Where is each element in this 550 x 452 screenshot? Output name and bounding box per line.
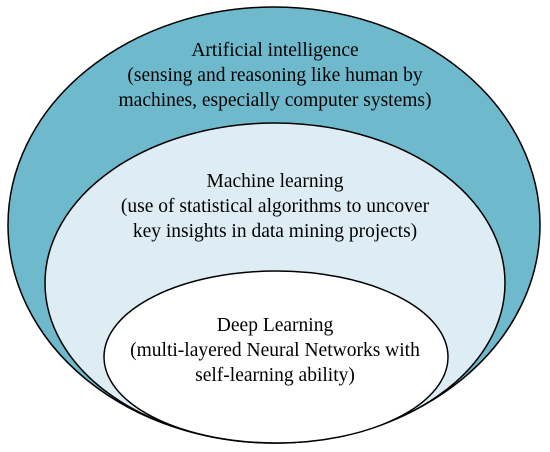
dl-description-line-1: (multi-layered Neural Networks with <box>130 340 420 361</box>
ml-description-line-1: (use of statistical algorithms to uncove… <box>121 196 430 217</box>
ai-description-line-2: machines, especially computer systems) <box>119 90 432 111</box>
ml-title: Machine learning <box>207 171 344 192</box>
ai-title: Artificial intelligence <box>191 40 358 61</box>
dl-ellipse <box>103 270 449 444</box>
dl-title: Deep Learning <box>217 315 334 336</box>
dl-description-line-2: self-learning ability) <box>195 365 355 386</box>
ai-description-line-1: (sensing and reasoning like human by <box>127 65 422 86</box>
ml-description-line-2: key insights in data mining projects) <box>133 221 417 242</box>
